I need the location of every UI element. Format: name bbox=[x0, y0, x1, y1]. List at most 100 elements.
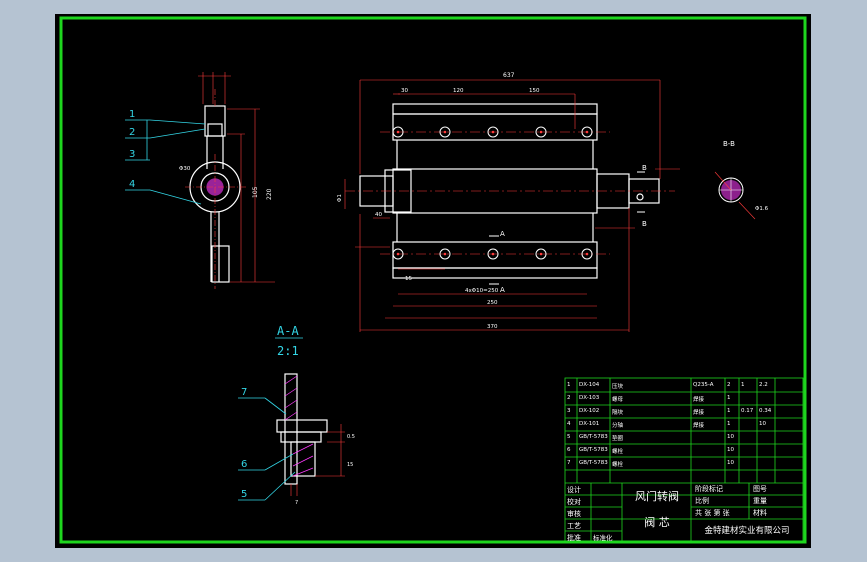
dim-shaft-dia: Φ1 bbox=[337, 194, 343, 202]
dim-len-1: 250 bbox=[487, 300, 498, 306]
company-name: 金特建材实业有限公司 bbox=[704, 526, 790, 536]
parts-cell-no: 6 bbox=[567, 447, 571, 453]
side-dimensions bbox=[198, 72, 275, 283]
dim-pitch-1: 30 bbox=[401, 88, 408, 94]
parts-cell-code: DX-104 bbox=[579, 382, 600, 388]
dim-side-height: 105 bbox=[252, 186, 259, 198]
parts-cell-name: 压块 bbox=[612, 384, 624, 390]
sig-review: 审核 bbox=[567, 510, 581, 518]
balloon-5: 5 bbox=[241, 489, 247, 500]
parts-cell-no: 2 bbox=[567, 395, 571, 401]
parts-cell-no: 7 bbox=[567, 460, 571, 466]
label-scale: 比例 bbox=[695, 497, 709, 505]
label-stage: 阶段标记 bbox=[695, 485, 723, 493]
balloon-7: 7 bbox=[241, 387, 247, 398]
section-bb bbox=[714, 171, 756, 220]
parts-cell-unit: 1 bbox=[741, 382, 745, 388]
parts-cell-code: DX-103 bbox=[579, 395, 600, 401]
parts-cell-qty: 2 bbox=[727, 382, 731, 388]
signature-column: 设计 校对 审核 工艺 批准 bbox=[567, 484, 591, 544]
outer-frame bbox=[59, 16, 807, 544]
dim-bb-note: Φ1.6 bbox=[755, 206, 769, 212]
label-material: 材料 bbox=[753, 509, 767, 517]
dim-right-len: 15 bbox=[405, 276, 412, 282]
section-aa-scale: 2:1 bbox=[277, 344, 299, 358]
parts-cell-no: 1 bbox=[567, 382, 571, 388]
blade-bolt-centers bbox=[396, 130, 589, 256]
parts-row: 7 GB/T-5783 螺栓 10 bbox=[565, 458, 803, 471]
title-main: 风门转阀 bbox=[635, 490, 679, 503]
parts-cell-qty: 1 bbox=[727, 395, 731, 401]
sig-process: 工艺 bbox=[567, 522, 581, 530]
parts-cell-std: Q235-A bbox=[693, 382, 714, 388]
drawing-sheet: 220 105 Φ30 1 2 3 4 bbox=[55, 14, 811, 548]
balloon-3: 3 bbox=[129, 149, 135, 160]
parts-cell-std: 焊接 bbox=[693, 397, 705, 403]
side-view bbox=[185, 89, 247, 289]
label-drawing-no: 图号 bbox=[753, 485, 767, 493]
section-mark-b-bottom: B bbox=[642, 220, 647, 228]
parts-cell-qty: 1 bbox=[727, 421, 731, 427]
parts-cell-total: 10 bbox=[759, 421, 766, 427]
front-dimensions bbox=[344, 79, 680, 332]
parts-cell-no: 5 bbox=[567, 434, 571, 440]
parts-cell-unit: 0.17 bbox=[741, 408, 754, 414]
sig-check: 校对 bbox=[567, 498, 581, 506]
label-sheet: 共 张 第 张 bbox=[695, 509, 730, 517]
balloon-1: 1 bbox=[129, 109, 135, 120]
balloon-2: 2 bbox=[129, 127, 135, 138]
parts-cell-name: 隔块 bbox=[612, 410, 624, 416]
balloon-leaders-side bbox=[125, 119, 206, 205]
parts-cell-code: DX-102 bbox=[579, 408, 600, 414]
dim-pitch-3: 150 bbox=[529, 88, 540, 94]
dim-aa-bottom: 7 bbox=[295, 500, 298, 506]
dim-side-total: 220 bbox=[266, 188, 273, 200]
dim-pitch-2: 120 bbox=[453, 88, 464, 94]
dim-ring-dia: Φ30 bbox=[179, 166, 191, 172]
dim-left-len: 40 bbox=[375, 212, 382, 218]
section-aa bbox=[276, 373, 328, 485]
dim-len-2: 370 bbox=[487, 324, 498, 330]
parts-cell-std: 焊接 bbox=[693, 410, 705, 416]
parts-cell-name: 螺栓 bbox=[612, 449, 624, 455]
section-mark-b-top: B bbox=[642, 164, 647, 172]
section-mark-a-bottom: A bbox=[500, 286, 505, 294]
balloon-4: 4 bbox=[129, 179, 135, 190]
dim-aa-small: 0.5 bbox=[347, 434, 355, 440]
balloon-leaders-aa bbox=[238, 397, 296, 501]
parts-row: 3 DX-102 隔块 焊接 1 0.17 0.34 bbox=[565, 406, 803, 419]
title-sub: 阀 芯 bbox=[644, 516, 670, 529]
sig-standard: 标准化 bbox=[593, 534, 613, 542]
parts-cell-name: 垫圈 bbox=[612, 436, 624, 442]
section-aa-title: A-A bbox=[277, 324, 299, 338]
parts-cell-code: DX-101 bbox=[579, 421, 600, 427]
parts-cell-qty: 1 bbox=[727, 408, 731, 414]
section-marks bbox=[489, 171, 645, 285]
parts-cell-std: 焊接 bbox=[693, 423, 705, 429]
parts-cell-no: 3 bbox=[567, 408, 571, 414]
label-weight: 重量 bbox=[753, 497, 767, 505]
parts-cell-total: 2.2 bbox=[759, 382, 768, 388]
balloon-6: 6 bbox=[241, 459, 247, 470]
dim-holes: 4xΦ10=250 bbox=[465, 288, 499, 294]
parts-cell-code: GB/T-5783 bbox=[579, 460, 608, 466]
parts-cell-code: GB/T-5783 bbox=[579, 434, 608, 440]
parts-cell-name: 螺栓 bbox=[612, 462, 624, 468]
parts-row: 2 DX-103 螺母 焊接 1 bbox=[565, 393, 803, 406]
parts-cell-total: 0.34 bbox=[759, 408, 772, 414]
dim-aa-height: 15 bbox=[347, 462, 353, 468]
parts-row: 6 GB/T-5783 螺栓 10 bbox=[565, 445, 803, 458]
parts-cell-no: 4 bbox=[567, 421, 571, 427]
blade-bolts bbox=[392, 126, 593, 260]
parts-cell-name: 螺母 bbox=[612, 397, 624, 403]
section-bb-title: B-B bbox=[723, 140, 735, 148]
dim-overall-top: 637 bbox=[503, 72, 515, 79]
parts-cell-qty: 10 bbox=[727, 447, 734, 453]
section-aa-dimensions bbox=[290, 424, 345, 496]
sig-design: 设计 bbox=[567, 486, 581, 494]
parts-cell-code: GB/T-5783 bbox=[579, 447, 608, 453]
parts-cell-qty: 10 bbox=[727, 434, 734, 440]
parts-cell-qty: 10 bbox=[727, 460, 734, 466]
parts-row: 1 DX-104 压块 Q235-A 2 1 2.2 bbox=[565, 380, 803, 393]
